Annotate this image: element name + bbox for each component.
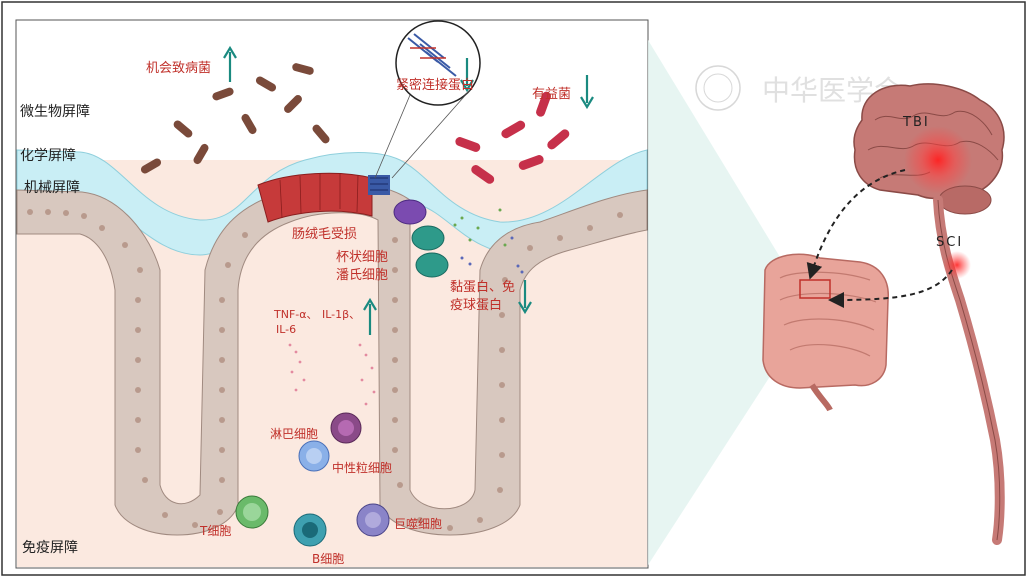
change-arrows (223, 45, 594, 335)
b-cell-label: B细胞 (312, 552, 344, 566)
damaged-villus-cells (257, 172, 373, 223)
intestine-highlight-box (799, 279, 831, 299)
sci-injury-glow (943, 251, 971, 279)
epithelial-nuclei (27, 209, 623, 531)
mucin-label-line1: 黏蛋白、免 (450, 279, 515, 295)
paneth-cell-label: 潘氏细胞 (336, 268, 388, 283)
chemical-barrier-label: 化学屏障 (20, 148, 76, 164)
brain-illustration (853, 83, 1005, 215)
probiotic-label: 有益菌 (532, 87, 571, 102)
macrophage-label: 巨噬细胞 (394, 516, 442, 531)
goblet-cell-label: 杯状细胞 (336, 250, 388, 265)
epithelium-layer (16, 183, 648, 536)
sci-to-gut-arrow (828, 269, 953, 308)
probiotic-bacteria (455, 91, 570, 184)
pathogen-label: 机会致病菌 (146, 61, 211, 76)
neutrophil-label: 中性粒细胞 (332, 460, 392, 475)
tnf-label: TNF-α、 (273, 308, 318, 321)
tight-junction-site (368, 175, 390, 195)
zoom-wedge (648, 40, 800, 565)
il1b-label: IL-1β、 (322, 308, 360, 321)
spinal-cord (933, 195, 1005, 545)
mechanical-barrier-label: 机械屏障 (24, 180, 80, 196)
tight-junction-magnifier (395, 20, 481, 106)
brain-gut-panel: 中华医学会 TBI SCI (695, 65, 1005, 545)
paneth-cell-shape-2 (415, 252, 449, 278)
paneth-cell-shape-1 (411, 225, 445, 251)
mucin-particles (453, 208, 507, 247)
sci-label: SCI (936, 235, 963, 250)
tbi-injury-glow (904, 126, 972, 194)
intestine-illustration (762, 253, 889, 412)
tbi-to-gut-arrow (806, 169, 906, 280)
microbial-barrier-label: 微生物屏障 (20, 104, 90, 120)
intestinal-barrier-panel: 微生物屏障 化学屏障 机械屏障 免疫屏障 机会致病菌 紧密连接蛋白 有益菌 肠绒… (15, 19, 649, 569)
t-cell-label: T细胞 (199, 524, 231, 538)
immune-barrier-label: 免疫屏障 (22, 540, 78, 556)
tbi-label: TBI (902, 115, 930, 130)
mucin-label-line2: 疫球蛋白 (450, 297, 502, 313)
lymphocyte-label: 淋巴细胞 (270, 427, 318, 441)
cytokine-particles (288, 343, 376, 406)
tight-junction-label: 紧密连接蛋白 (396, 77, 474, 93)
pathogen-bacteria (140, 63, 330, 174)
goblet-cell-shape (393, 199, 427, 225)
villus-damage-label: 肠绒毛受损 (292, 227, 357, 242)
il6-label: IL-6 (276, 323, 296, 336)
